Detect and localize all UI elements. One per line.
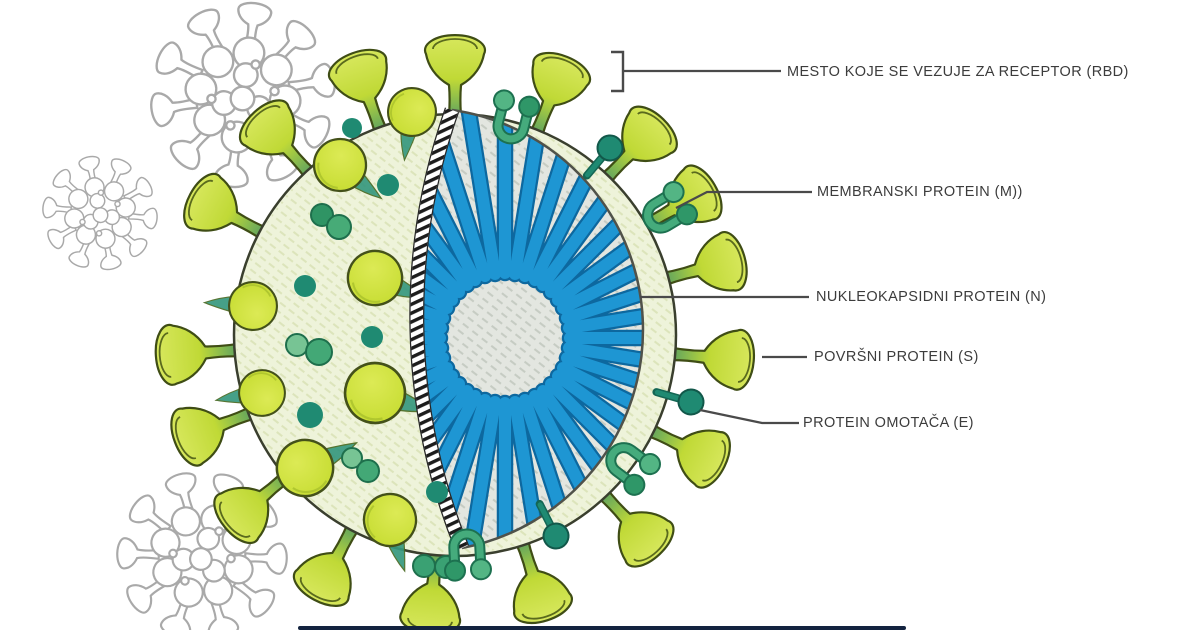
leader-lines bbox=[611, 50, 812, 425]
watermark-virus-left bbox=[32, 145, 169, 281]
label-surface-protein: POVRŠNI PROTEIN (S) bbox=[814, 349, 979, 365]
membrane-protein-dimers bbox=[285, 203, 458, 579]
surface-proteins bbox=[201, 83, 458, 580]
envelope-protein-dots bbox=[294, 118, 399, 428]
label-membrane-protein: MEMBRANSKI PROTEIN (M)) bbox=[817, 184, 1023, 200]
label-receptor-binding-site: MESTO KOJE SE VEZUJE ZA RECEPTOR (RBD) bbox=[787, 64, 1129, 80]
bottom-bar bbox=[298, 626, 906, 630]
leader-line-e bbox=[699, 408, 799, 425]
label-envelope-protein: PROTEIN OMOTAČA (E) bbox=[803, 415, 974, 431]
label-nucleocapsid-protein: NUKLEOKAPSIDNI PROTEIN (N) bbox=[816, 289, 1047, 305]
virus-interior bbox=[416, 108, 645, 550]
rbd-bracket bbox=[611, 50, 625, 93]
leader-line-m bbox=[675, 190, 812, 209]
main-virus bbox=[152, 34, 758, 630]
envelope-protein-dot-on-band bbox=[426, 481, 448, 503]
